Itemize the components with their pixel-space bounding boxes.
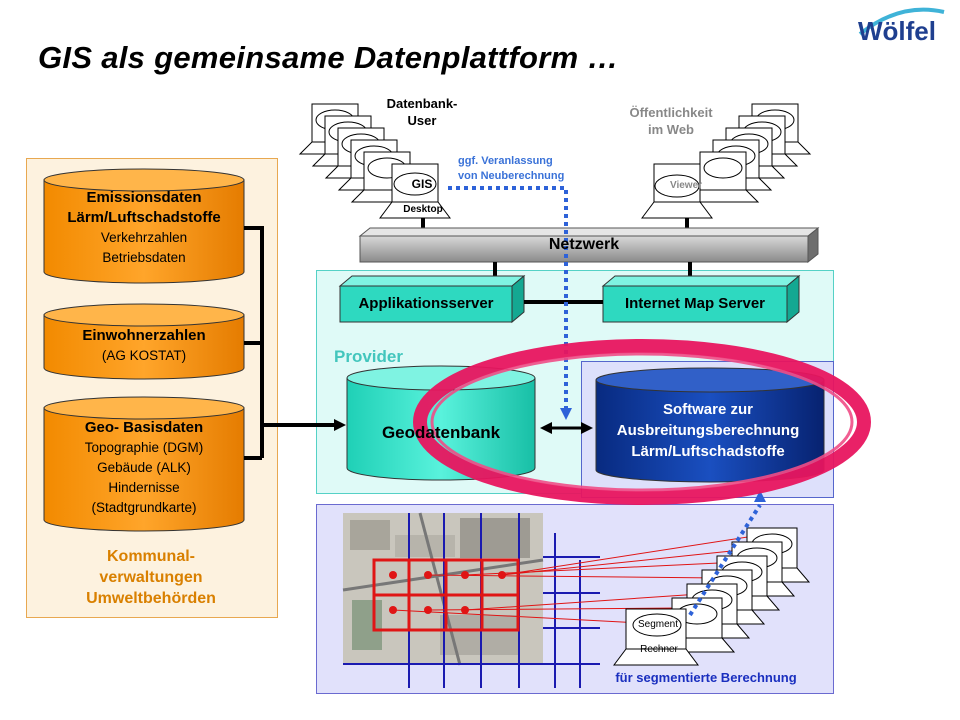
emission-title-2: Lärm/Luftschadstoffe: [67, 209, 221, 226]
db-software-arrow: [540, 422, 593, 434]
recalc-line-1: ggf. Veranlassung: [458, 155, 553, 167]
desktop-label: Desktop: [403, 204, 443, 215]
network-bar: [358, 226, 820, 264]
population-title: Einwohnerzahlen: [82, 327, 206, 344]
software-line-3: Lärm/Luftschadstoffe: [631, 443, 785, 460]
population-detail: (AG KOSTAT): [101, 348, 187, 363]
emission-detail-1: Verkehrzahlen: [100, 230, 188, 245]
recalc-dotted-arrow: [448, 186, 568, 408]
software-cylinder: [595, 367, 825, 483]
page-title: GIS als gemeinsame Datenplattform …: [38, 40, 619, 75]
network-label: Netzwerk: [548, 236, 620, 253]
segment-label: Segment: [637, 619, 679, 630]
highlight-ring: [413, 339, 871, 505]
population-db-label: Einwohnerzahlen (AG KOSTAT): [44, 326, 244, 366]
segmented-calc-caption: für segmentierte Berechnung: [615, 670, 797, 685]
db-user-line-1: Datenbank-: [386, 96, 458, 111]
municipal-caption-3: Umweltbehörden: [86, 590, 216, 607]
provider-label: Provider: [334, 347, 403, 366]
geo-basis-detail-3: Hindernisse: [108, 480, 180, 495]
db-user-monitors: [298, 103, 451, 219]
recalc-label: ggf. Veranlassung von Neuberechnung: [458, 154, 588, 184]
software-label: Software zur Ausbreitungsberechnung Lärm…: [591, 399, 825, 462]
red-segment-grid: [372, 558, 520, 632]
left-connector-lines: [244, 226, 336, 460]
geo-basis-detail-4: (Stadtgrundkarte): [91, 500, 197, 515]
municipal-caption-1: Kommunal-: [107, 548, 195, 565]
geo-basis-detail-2: Gebäude (ALK): [97, 460, 191, 475]
db-user-label: Datenbank- User: [372, 95, 472, 129]
public-line-2: im Web: [648, 122, 694, 137]
software-line-1: Software zur: [662, 401, 753, 418]
geo-basis-db-label: Geo- Basisdaten Topographie (DGM) Gebäud…: [44, 418, 244, 518]
app-server-box: [338, 274, 526, 324]
rechner-label: Rechner: [640, 644, 678, 655]
emission-db-cylinder: [43, 168, 245, 284]
geodatabase-label: Geodatenbank: [381, 423, 501, 442]
app-server-label: Applikationsserver: [358, 295, 494, 312]
geo-basis-detail-1: Topographie (DGM): [84, 440, 204, 455]
db-user-line-2: User: [407, 113, 437, 128]
geo-basis-title: Geo- Basisdaten: [84, 419, 204, 436]
public-line-1: Öffentlichkeit: [629, 105, 713, 120]
public-web-label: Öffentlichkeit im Web: [616, 104, 726, 138]
emission-title-1: Emissionsdaten: [86, 189, 202, 206]
public-web-monitors: [641, 103, 812, 219]
map-server-label: Internet Map Server: [624, 295, 766, 312]
recalc-line-2: von Neuberechnung: [458, 170, 565, 182]
municipal-caption-2: verwaltungen: [99, 569, 203, 586]
software-line-2: Ausbreitungsberechnung: [616, 422, 800, 439]
map-server-box: [601, 274, 801, 324]
segment-computer-monitors: [613, 527, 811, 666]
gis-label: GIS: [411, 177, 433, 191]
company-logo: Wölfel: [858, 16, 936, 46]
emission-detail-2: Betriebsdaten: [102, 250, 186, 265]
emission-db-label: Emissionsdaten Lärm/Luftschadstoffe Verk…: [44, 188, 244, 268]
segment-link-lines: [392, 531, 781, 625]
population-db-cylinder: [43, 303, 245, 380]
geo-basis-db-cylinder: [43, 396, 245, 532]
segment-dotted-arrow: [688, 503, 762, 617]
municipal-caption: Kommunal- verwaltungen Umweltbehörden: [26, 546, 276, 609]
logo-swoosh-icon: [858, 7, 945, 36]
viewer-label: Viewer: [669, 180, 703, 191]
